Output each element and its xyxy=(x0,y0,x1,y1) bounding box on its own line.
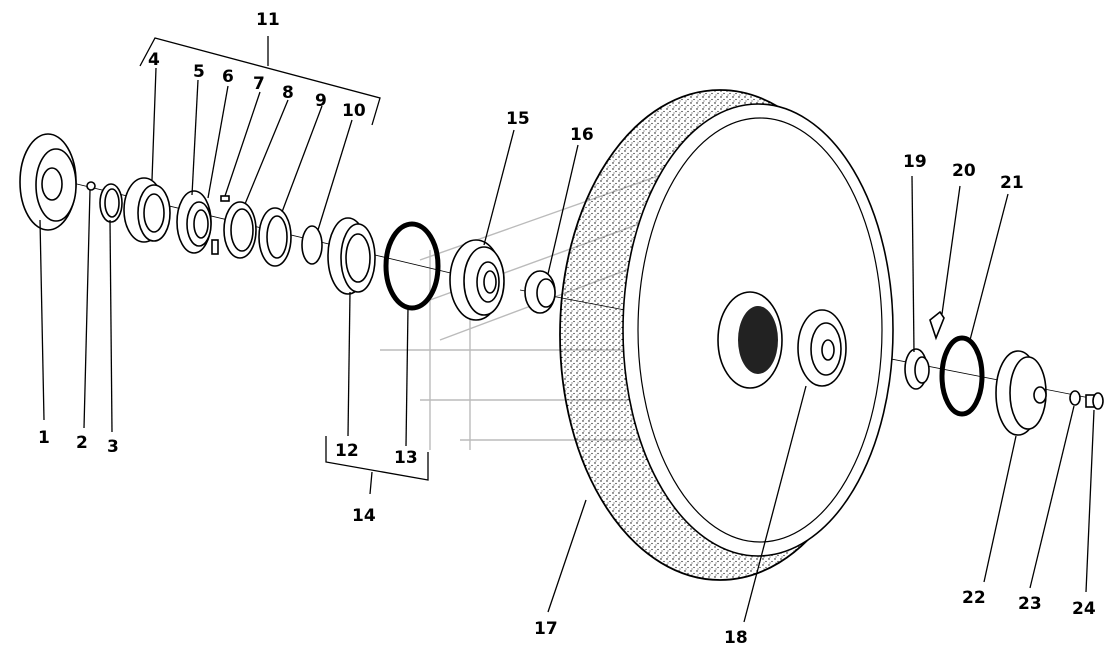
callout-22: 22 xyxy=(962,588,986,608)
callout-18: 18 xyxy=(724,628,748,648)
part-6-pin xyxy=(211,239,219,255)
callout-14: 14 xyxy=(352,506,376,526)
callout-2: 2 xyxy=(76,433,88,453)
callout-1: 1 xyxy=(38,428,50,448)
callout-20: 20 xyxy=(952,161,976,181)
callout-5: 5 xyxy=(193,62,205,82)
bracket-14 xyxy=(325,436,429,495)
callout-17: 17 xyxy=(534,619,558,639)
callout-21: 21 xyxy=(1000,173,1024,193)
callout-6: 6 xyxy=(222,67,234,87)
part-13-o-ring xyxy=(383,221,441,311)
callout-4: 4 xyxy=(148,50,160,70)
part-23-washer xyxy=(1069,390,1081,406)
callout-10: 10 xyxy=(342,101,366,121)
part-2-ball xyxy=(86,181,96,191)
callout-12: 12 xyxy=(335,441,359,461)
part-21-o-ring xyxy=(939,335,985,417)
callout-15: 15 xyxy=(506,109,530,129)
part-9-seal xyxy=(258,207,292,267)
part-15-bearing xyxy=(449,239,505,321)
leader-lines xyxy=(39,67,1095,623)
part-8-seal xyxy=(223,201,257,259)
callout-13: 13 xyxy=(394,448,418,468)
part-20-cotter-pin xyxy=(929,310,945,341)
part-1-hub-cap xyxy=(19,133,77,231)
part-12-cup xyxy=(327,217,376,295)
part-7-pin xyxy=(220,195,230,202)
callout-23: 23 xyxy=(1018,594,1042,614)
part-3-ring xyxy=(99,183,123,223)
callout-11: 11 xyxy=(256,10,280,30)
callout-7: 7 xyxy=(253,74,265,94)
part-18-bearing xyxy=(797,309,847,387)
part-10-circlip xyxy=(301,225,323,265)
part-4-housing xyxy=(123,177,171,243)
callout-9: 9 xyxy=(315,91,327,111)
callout-16: 16 xyxy=(570,125,594,145)
part-22-cover xyxy=(995,350,1047,436)
callout-24: 24 xyxy=(1072,599,1096,619)
callout-3: 3 xyxy=(107,437,119,457)
part-17-wheel xyxy=(559,89,894,581)
callout-19: 19 xyxy=(903,152,927,172)
part-16-bushing xyxy=(524,270,556,314)
callout-8: 8 xyxy=(282,83,294,103)
part-5-flange xyxy=(176,190,212,254)
part-19-castle-nut xyxy=(904,348,930,390)
part-24-bolt xyxy=(1085,392,1104,410)
bracket-11 xyxy=(139,36,381,126)
callout-labels: 1 2 3 4 5 6 7 8 9 10 11 12 13 14 15 16 1… xyxy=(38,10,1096,648)
